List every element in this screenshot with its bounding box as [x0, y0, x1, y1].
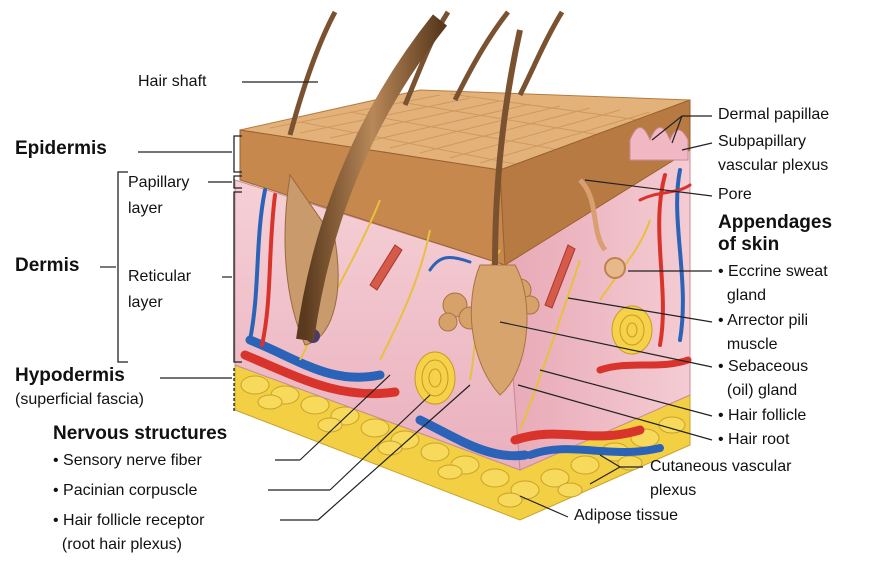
label-nervous-structures: Nervous structures	[53, 423, 228, 444]
label-subpapillary-plexus: Subpapillary vascular plexus	[718, 133, 829, 174]
label-reticular-layer: Reticular layer	[128, 268, 192, 311]
hair-shafts	[287, 10, 565, 342]
label-dermis: Dermis	[15, 255, 80, 276]
pacinian-corpuscles	[414, 305, 653, 405]
leader-lines	[100, 81, 713, 521]
label-hypodermis: Hypodermis	[15, 365, 125, 386]
label-eccrine-gland: • Eccrine sweat gland	[718, 263, 828, 304]
dermal-papillae-shape	[629, 127, 689, 161]
arrector-pili-shape	[369, 244, 576, 309]
label-pore: Pore	[718, 186, 752, 203]
nerve-fibers	[299, 199, 651, 431]
label-arrector-pili: • Arrector pili muscle	[718, 312, 809, 353]
label-epidermis: Epidermis	[15, 138, 107, 159]
hair-follicle-shape	[470, 264, 528, 396]
eccrine-gland	[578, 178, 626, 279]
label-pacinian-corpuscle: • Pacinian corpuscle	[53, 482, 198, 499]
label-dermal-papillae: Dermal papillae	[718, 106, 830, 123]
label-papillary-layer: Papillary layer	[128, 174, 190, 217]
label-hair-follicle: • Hair follicle	[718, 407, 807, 424]
label-adipose-tissue: Adipose tissue	[574, 507, 679, 524]
label-cutaneous-plexus: Cutaneous vascular plexus	[650, 458, 792, 499]
blood-vessels	[240, 168, 692, 461]
brackets	[117, 135, 242, 412]
label-sensory-nerve-fiber: • Sensory nerve fiber	[53, 452, 202, 469]
label-superficial-fascia: (superficial fascia)	[15, 391, 144, 408]
label-hair-shaft: Hair shaft	[138, 73, 207, 90]
label-hair-root: • Hair root	[718, 431, 790, 448]
label-sebaceous-gland: • Sebaceous (oil) gland	[718, 358, 809, 399]
label-hair-follicle-receptor: • Hair follicle receptor (root hair plex…	[53, 512, 205, 553]
label-appendages: Appendages of skin	[718, 212, 833, 255]
